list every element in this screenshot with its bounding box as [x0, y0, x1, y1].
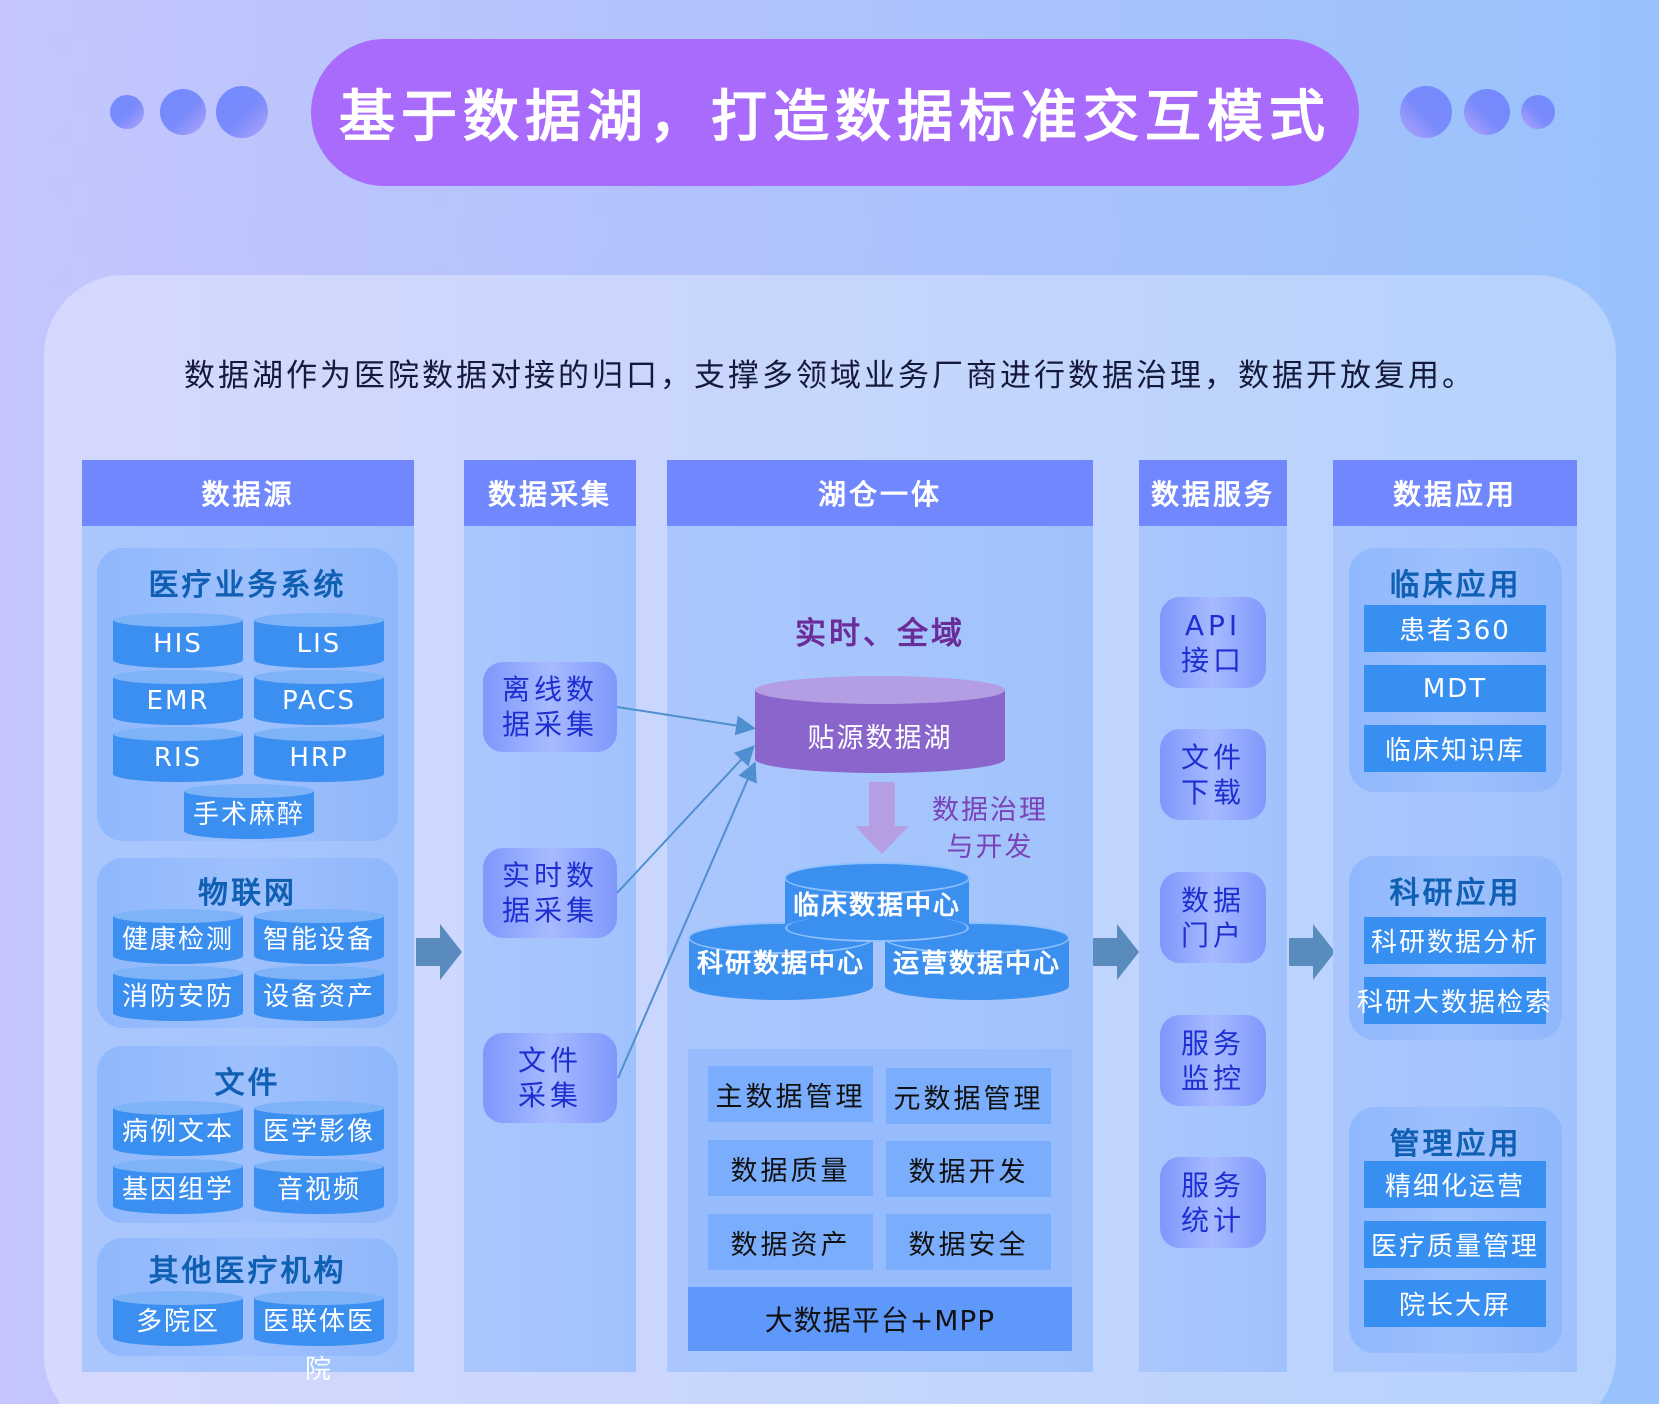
- data-center-research: 科研数据中心: [688, 922, 874, 1000]
- column-header: 湖仓一体: [667, 460, 1093, 526]
- title-banner: 基于数据湖，打造数据标准交互模式: [311, 39, 1359, 186]
- service-file-download: 文件 下载: [1160, 729, 1266, 820]
- service-api: API 接口: [1160, 597, 1266, 688]
- group-title: 其他医疗机构: [148, 1254, 347, 1289]
- group-title: 物联网: [198, 876, 297, 911]
- column-data-collection: 数据采集 离线数 据采集 实时数 据采集 文件 采集: [464, 460, 636, 1372]
- collection-offline: 离线数 据采集: [483, 662, 617, 752]
- group-title: 临床应用: [1389, 568, 1522, 603]
- group-other-institutions: 其他医疗机构 多院区 医联体医院: [97, 1238, 398, 1385]
- service-statistics: 服务 统计: [1160, 1157, 1266, 1248]
- source-chip: 病例文本: [113, 1101, 243, 1156]
- flow-arrow-icon: [416, 924, 462, 980]
- source-chip: 音视频: [254, 1159, 384, 1214]
- source-chip: HRP: [254, 727, 384, 782]
- lake-top: [755, 676, 1005, 704]
- function-data-quality: 数据质量: [708, 1140, 873, 1196]
- source-chip: 医学影像: [254, 1101, 384, 1156]
- source-chip: RIS: [113, 727, 243, 782]
- decor-dot: [1464, 89, 1510, 135]
- decor-dot: [1400, 86, 1452, 138]
- source-chip: 手术麻醉: [184, 784, 314, 839]
- group-files: 文件 病例文本 医学影像 基因组学 音视频: [97, 1046, 398, 1223]
- governance-arrow-icon: [855, 782, 909, 854]
- lakehouse-tagline: 实时、全域: [795, 616, 965, 652]
- group-title: 科研应用: [1389, 876, 1522, 911]
- group-iot: 物联网 健康检测 智能设备 消防安防 设备资产: [97, 858, 398, 1028]
- source-chip: EMR: [113, 670, 243, 725]
- column-data-application: 数据应用 临床应用 患者360 MDT 临床知识库 科研应用 科研数据分析 科研…: [1333, 460, 1577, 1372]
- source-chip: 消防安防: [113, 966, 243, 1021]
- group-medical-systems: 医疗业务系统 HIS LIS EMR PACS RIS HRP 手术麻醉: [97, 548, 398, 841]
- source-chip: 医联体医院: [254, 1291, 384, 1385]
- column-data-source: 数据源 医疗业务系统 HIS LIS EMR PACS RIS HRP 手术麻醉…: [82, 460, 414, 1385]
- source-chip: 健康检测: [113, 909, 243, 964]
- flow-arrow-icon: [1093, 924, 1139, 980]
- app-item: 医疗质量管理: [1364, 1221, 1546, 1268]
- decor-dot: [160, 89, 206, 135]
- collection-file: 文件 采集: [483, 1033, 617, 1123]
- group-clinical-apps: 临床应用 患者360 MDT 临床知识库: [1349, 548, 1562, 792]
- app-item: 精细化运营: [1364, 1161, 1546, 1208]
- lake-label: 贴源数据湖: [807, 723, 953, 754]
- governance-label: 数据治理 与开发: [932, 795, 1048, 863]
- function-metadata: 元数据管理: [886, 1068, 1051, 1124]
- group-research-apps: 科研应用 科研数据分析 科研大数据检索: [1349, 856, 1562, 1040]
- app-item: 科研大数据检索: [1357, 977, 1551, 1024]
- function-master-data: 主数据管理: [708, 1066, 873, 1122]
- column-header: 数据采集: [464, 460, 636, 526]
- big-data-platform: 大数据平台+MPP: [688, 1287, 1072, 1351]
- source-chip: 基因组学: [113, 1159, 243, 1214]
- flow-arrow-icon: [1289, 924, 1335, 980]
- function-data-development: 数据开发: [886, 1141, 1051, 1197]
- service-data-portal: 数据 门户: [1160, 872, 1266, 963]
- source-chip: 多院区: [113, 1291, 243, 1346]
- decor-dot: [110, 95, 144, 129]
- column-header: 数据源: [82, 460, 414, 526]
- group-title: 管理应用: [1389, 1127, 1522, 1162]
- decor-dot: [1521, 95, 1555, 129]
- source-chip: HIS: [113, 613, 243, 668]
- column-header: 数据应用: [1333, 460, 1577, 526]
- function-data-assets: 数据资产: [708, 1214, 873, 1270]
- function-data-security: 数据安全: [886, 1214, 1051, 1270]
- source-chip: PACS: [254, 670, 384, 725]
- app-item: MDT: [1364, 665, 1546, 712]
- app-item: 患者360: [1364, 605, 1546, 652]
- source-chip: LIS: [254, 613, 384, 668]
- collection-realtime: 实时数 据采集: [483, 848, 617, 938]
- governance-panel: 主数据管理 元数据管理 数据质量 数据开发 数据资产 数据安全 大数据平台+MP…: [688, 1049, 1072, 1351]
- decor-dot: [216, 86, 268, 138]
- group-title: 文件: [214, 1066, 281, 1101]
- column-header: 数据服务: [1139, 460, 1287, 526]
- subtitle: 数据湖作为医院数据对接的归口，支撑多领域业务厂商进行数据治理，数据开放复用。: [184, 358, 1476, 394]
- data-center-clinical: 临床数据中心: [784, 862, 970, 942]
- app-item: 科研数据分析: [1364, 917, 1546, 964]
- column-lakehouse: 湖仓一体 实时、全域 贴源数据湖 数据治理 与开发 科研数据中心 运营数据中心 …: [667, 460, 1093, 1372]
- group-title: 医疗业务系统: [148, 568, 347, 603]
- app-item: 院长大屏: [1364, 1280, 1546, 1327]
- page-title: 基于数据湖，打造数据标准交互模式: [339, 85, 1331, 150]
- data-center-operations: 运营数据中心: [884, 922, 1070, 1000]
- source-chip: 智能设备: [254, 909, 384, 964]
- group-management-apps: 管理应用 精细化运营 医疗质量管理 院长大屏: [1349, 1107, 1562, 1353]
- app-item: 临床知识库: [1364, 725, 1546, 772]
- column-data-service: 数据服务 API 接口 文件 下载 数据 门户 服务 监控 服务 统计: [1139, 460, 1287, 1372]
- service-monitoring: 服务 监控: [1160, 1015, 1266, 1106]
- source-chip: 设备资产: [254, 966, 384, 1021]
